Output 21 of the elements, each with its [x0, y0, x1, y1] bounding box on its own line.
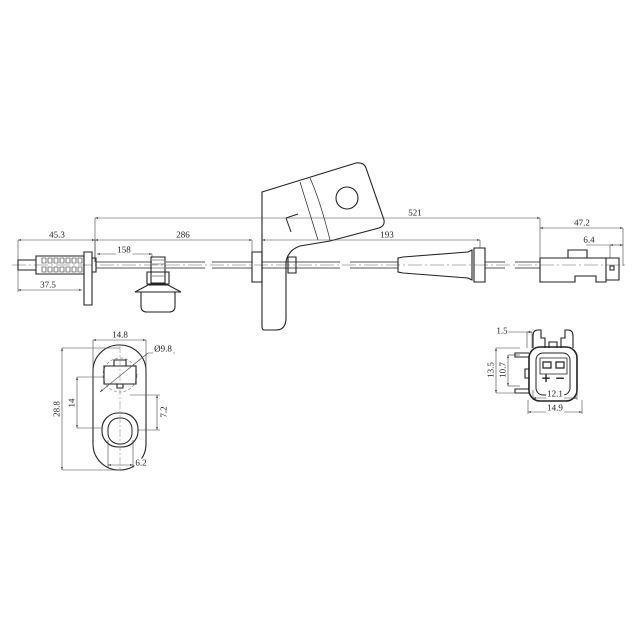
dimension-label: 13.5: [486, 361, 496, 379]
dimension-label: 12.1: [546, 390, 564, 398]
dimension-label: 193: [379, 230, 395, 240]
polarity-mark: +: [540, 371, 552, 385]
dimension-label: 14.9: [546, 404, 564, 412]
dimension-label: 14.8: [111, 330, 129, 340]
dimension-label: 6.4: [582, 236, 596, 244]
dimension-label: 6.2: [134, 458, 148, 468]
dimension-label: 45.3: [48, 230, 66, 240]
dimension-label: 521: [407, 208, 423, 218]
polarity-mark: −: [554, 371, 566, 385]
dimension-label: 37.5: [39, 280, 57, 290]
dimension-label: 14: [68, 398, 76, 408]
dimension-label: 7.2: [160, 405, 168, 419]
dimension-label: 47.2: [573, 218, 591, 228]
dimension-label: 28.8: [52, 400, 62, 418]
dimension-label: 1.5: [495, 326, 509, 336]
dimension-label: Ø9.8: [153, 344, 173, 354]
dimension-label: 158: [116, 246, 132, 254]
dimension-label: 286: [175, 230, 191, 240]
dimension-label: 10.7: [498, 361, 508, 379]
